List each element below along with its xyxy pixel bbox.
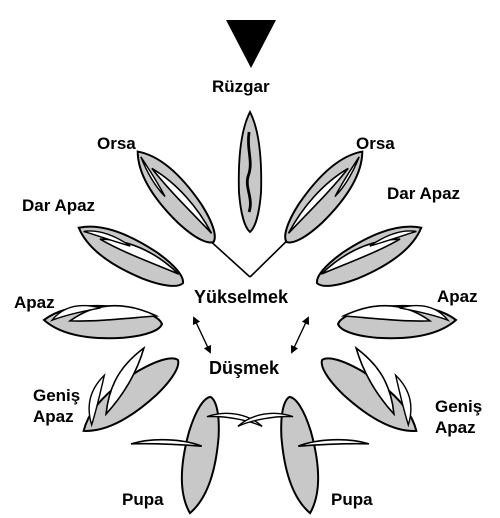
wind-arrow-icon <box>226 20 276 68</box>
broad-reach-left-label-line2: Apaz <box>33 407 74 426</box>
heading-up-label: Yükselmek <box>194 287 289 307</box>
boat-close-reach-right <box>308 212 430 299</box>
wind-label: Rüzgar <box>212 77 270 96</box>
broad-reach-right-label-line2: Apaz <box>435 418 476 437</box>
bearing-away-label: Düşmek <box>209 358 280 378</box>
running-left-label: Pupa <box>122 490 164 509</box>
boat-running-right <box>237 393 370 517</box>
boat-in-irons-icon <box>237 109 263 234</box>
boat-broad-reach-right <box>311 345 427 445</box>
close-reach-left-label: Dar Apaz <box>22 196 96 215</box>
beam-reach-left-label: Apaz <box>14 293 55 312</box>
boat-beam-reach-right <box>336 302 458 342</box>
boat-broad-reach-left <box>73 345 189 445</box>
boat-close-hauled-right <box>273 140 376 254</box>
boat-running-left <box>130 393 263 517</box>
close-hauled-right-label: Orsa <box>356 134 395 153</box>
double-arrow-icon <box>192 316 310 354</box>
boat-close-reach-left <box>70 212 192 299</box>
running-right-label: Pupa <box>331 490 373 509</box>
close-reach-right-label: Dar Apaz <box>387 184 461 203</box>
beam-reach-right-label: Apaz <box>437 287 478 306</box>
close-hauled-left-label: Orsa <box>97 134 136 153</box>
boat-beam-reach-left <box>42 302 164 342</box>
boat-close-hauled-left <box>124 140 227 254</box>
broad-reach-left-label-line1: Geniş <box>33 386 81 405</box>
broad-reach-right-label-line1: Geniş <box>435 397 483 416</box>
